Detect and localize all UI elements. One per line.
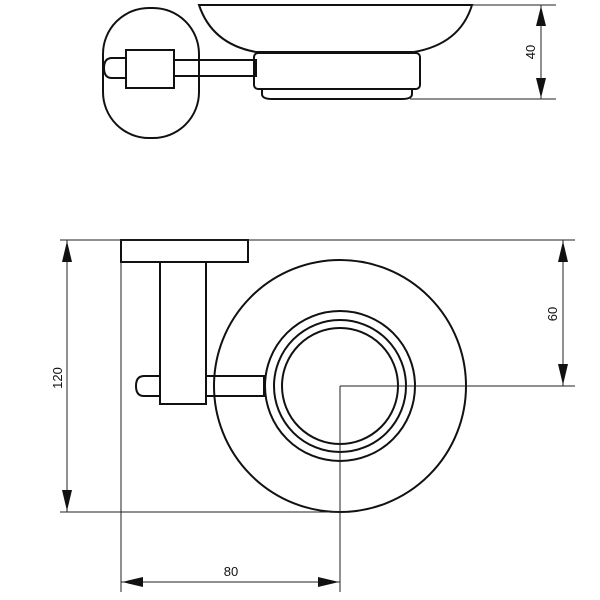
top-view-ring-base [261, 89, 413, 100]
dim-40-label: 40 [523, 45, 538, 59]
dim-60-arrow-top [558, 241, 568, 262]
dim-120-arrow-bottom [62, 490, 72, 511]
dim-40-arrow-top [536, 6, 546, 26]
dim-120-label: 120 [50, 367, 65, 389]
dim-40-arrow-bottom [536, 78, 546, 98]
front-view-clip [134, 375, 160, 397]
top-view-wall-plate [102, 7, 200, 139]
front-view: 120 60 80 [50, 239, 575, 592]
top-view: 40 [102, 4, 556, 139]
top-view-ring [253, 52, 421, 90]
dim-60-arrow-bottom [558, 364, 568, 385]
top-view-clip [102, 57, 126, 79]
front-view-wall-plate [120, 239, 249, 263]
top-view-arm [173, 59, 257, 77]
top-view-mount-block [125, 49, 175, 89]
dim-120-arrow-top [62, 241, 72, 262]
dim-80-label: 80 [224, 564, 238, 579]
top-view-dish [197, 4, 474, 53]
front-view-post [159, 261, 207, 405]
dim-60-label: 60 [545, 307, 560, 321]
dim-80-arrow-right [318, 577, 339, 587]
dim-80-arrow-left [122, 577, 143, 587]
